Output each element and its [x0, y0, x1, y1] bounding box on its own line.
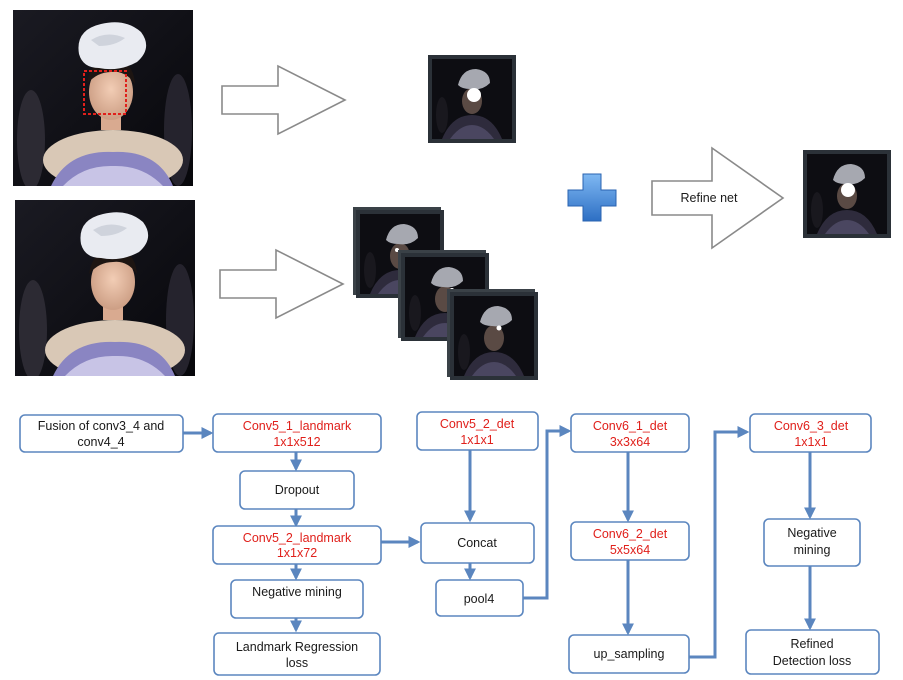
refined-loss-line-2: Detection loss — [773, 654, 852, 668]
hollow-arrow-icon — [221, 64, 347, 136]
hollow-arrow-icon — [219, 248, 345, 320]
conv5-1-landmark-node: Conv5_1_landmark 1x1x512 — [212, 413, 382, 453]
refine-net-label: Refine net — [681, 191, 739, 205]
pool4-label: pool4 — [464, 592, 495, 606]
conv6-3-det-shape: 1x1x1 — [794, 435, 827, 449]
conv6-1-det-shape: 3x3x64 — [610, 435, 650, 449]
conv6-2-det-name: Conv6_2_det — [593, 527, 668, 541]
landmark-heatmap-stack — [353, 207, 538, 380]
conv5-2-landmark-name: Conv5_2_landmark — [243, 531, 352, 545]
conv5-2-det-shape: 1x1x1 — [460, 433, 493, 447]
conv5-2-det-node: Conv5_2_det 1x1x1 — [416, 411, 539, 451]
conv5-1-landmark-shape: 1x1x512 — [273, 435, 320, 449]
dropout-node: Dropout — [239, 470, 355, 510]
conv6-3-det-name: Conv6_3_det — [774, 419, 849, 433]
conv6-2-det-node: Conv6_2_det 5x5x64 — [570, 521, 690, 561]
face-heatmap-thumbnail — [428, 55, 516, 143]
input-photo-top — [13, 10, 193, 186]
conv5-1-landmark-name: Conv5_1_landmark — [243, 419, 352, 433]
flow-connectors — [183, 425, 816, 659]
face-bounding-box — [83, 70, 127, 115]
negative-mining-det-node: Negative mining — [763, 518, 861, 567]
fusion-node-line-1: Fusion of conv3_4 and — [38, 419, 165, 433]
negative-mining-det-line-1: Negative — [787, 526, 836, 540]
fusion-node: Fusion of conv3_4 and conv4_4 — [19, 414, 184, 453]
conv6-1-det-name: Conv6_1_det — [593, 419, 668, 433]
pool4-node: pool4 — [435, 579, 524, 617]
conv5-2-landmark-node: Conv5_2_landmark 1x1x72 — [212, 525, 382, 565]
input-photo-bottom — [15, 200, 195, 376]
landmark-loss-line-2: loss — [286, 656, 308, 670]
negative-mining-landmark-node: Negative mining — [230, 579, 364, 619]
plus-icon — [567, 173, 617, 222]
refined-output-thumbnail — [803, 150, 891, 238]
dropout-label: Dropout — [275, 483, 320, 497]
concat-label: Concat — [457, 536, 497, 550]
up-sampling-label: up_sampling — [594, 647, 665, 661]
landmark-loss-node: Landmark Regression loss — [213, 632, 381, 676]
conv6-3-det-node: Conv6_3_det 1x1x1 — [749, 413, 872, 453]
refined-loss-node: Refined Detection loss — [745, 629, 880, 675]
landmark-loss-line-1: Landmark Regression — [236, 640, 358, 654]
conv6-2-det-shape: 5x5x64 — [610, 543, 650, 557]
conv5-2-det-name: Conv5_2_det — [440, 417, 515, 431]
refined-loss-line-1: Refined — [790, 637, 833, 651]
negative-mining-landmark-label: Negative mining — [252, 585, 342, 599]
fusion-node-line-2: conv4_4 — [77, 435, 124, 449]
conv5-2-landmark-shape: 1x1x72 — [277, 546, 317, 560]
negative-mining-det-line-2: mining — [794, 543, 831, 557]
concat-node: Concat — [420, 522, 535, 564]
refine-net-arrow: Refine net — [651, 146, 785, 250]
conv6-1-det-node: Conv6_1_det 3x3x64 — [570, 413, 690, 453]
up-sampling-node: up_sampling — [568, 634, 690, 674]
